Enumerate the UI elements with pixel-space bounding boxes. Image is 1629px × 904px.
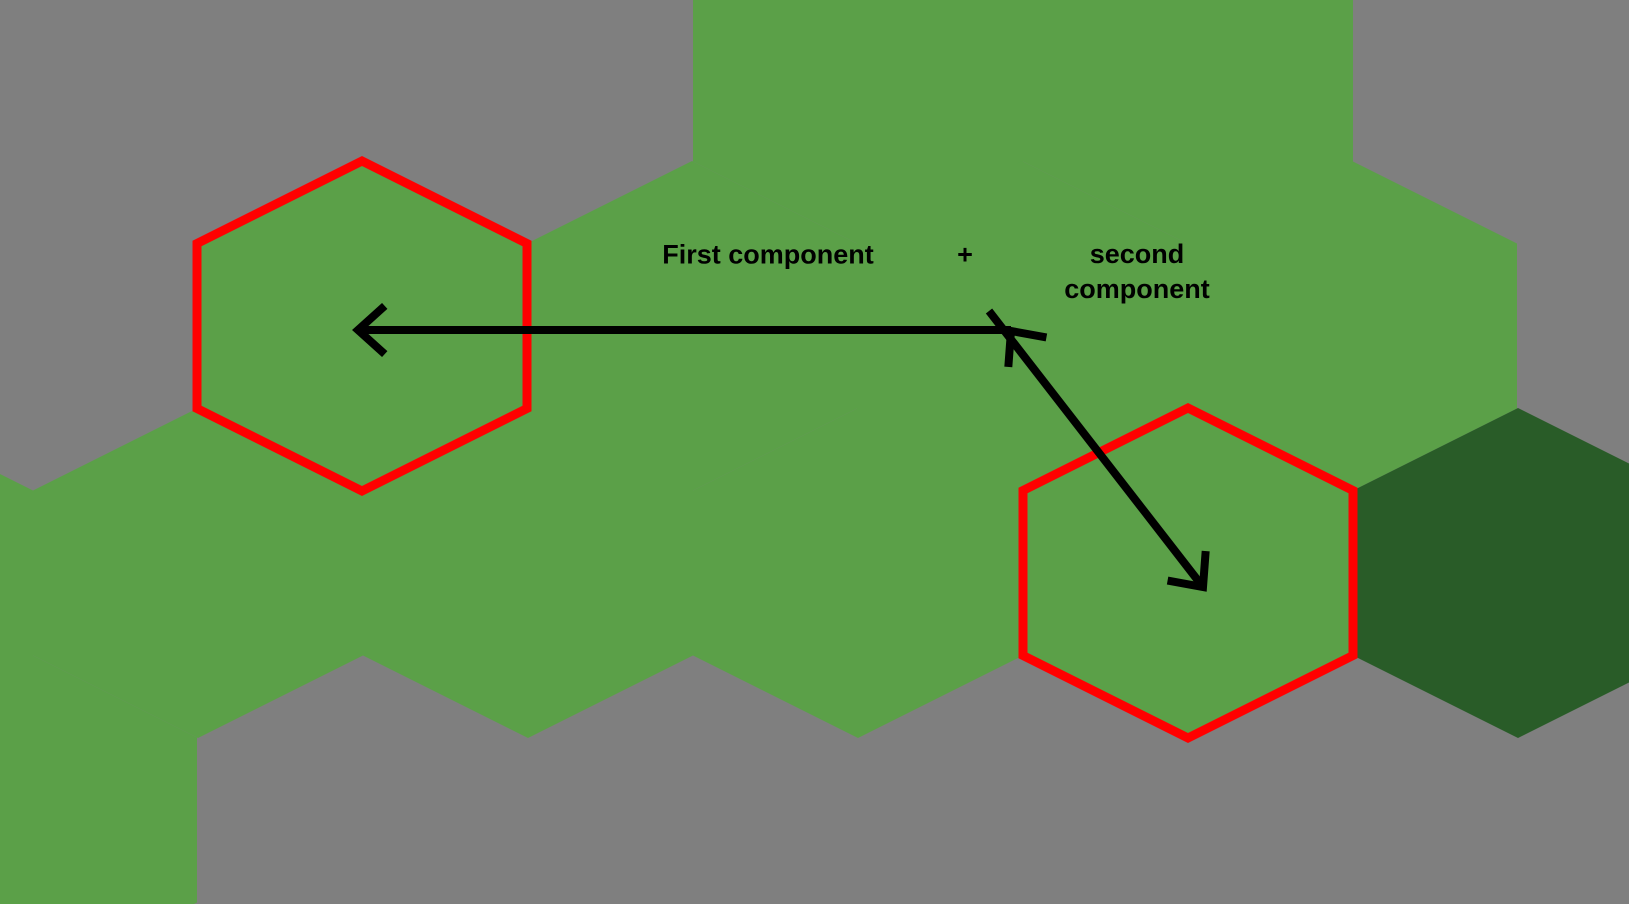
arrowhead: [352, 302, 388, 358]
second-component-label-line1: second: [1089, 239, 1185, 269]
hex-cell-forest: [1353, 408, 1629, 738]
hex-cell-grass: [693, 0, 1023, 244]
plus-sign-label: +: [957, 239, 973, 270]
arrowhead: [1004, 326, 1048, 368]
hex-cell-grass: [33, 408, 363, 738]
hex-cell-grass: [1023, 0, 1353, 244]
hex-cell-grass: [0, 474, 33, 672]
second-component-label-line2: component: [1064, 274, 1210, 304]
second-component-label: second component: [1064, 237, 1210, 307]
first-component-arrow: [352, 302, 1011, 358]
second-component-arrow: [985, 308, 1210, 592]
hex-cell-grass: [1187, 161, 1517, 491]
annotation-arrows: [352, 302, 1210, 592]
hex-cell-grass: [857, 161, 1187, 491]
hex-cell-grass: [363, 408, 693, 738]
first-component-label: First component: [662, 239, 874, 270]
hex-cell-grass: [0, 655, 197, 904]
hex-cell-grass: [693, 408, 1023, 738]
arrowhead: [1166, 550, 1210, 592]
